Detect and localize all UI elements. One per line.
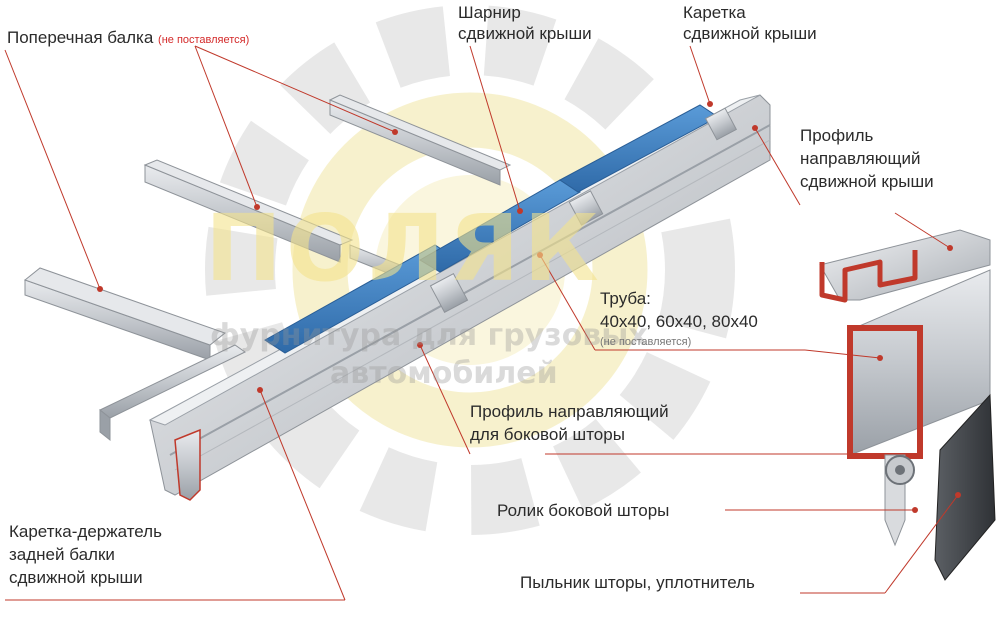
label-rear-line1: Каретка-держатель [9, 522, 162, 541]
crossbeam-1 [328, 94, 512, 186]
watermark-brand: ПОЛЯК [205, 195, 603, 302]
label-pipe-note: (не поставляется) [600, 336, 692, 348]
label-crossbeam: Поперечная балка (не поставляется) [7, 27, 249, 51]
watermark-line2: автомобилей [330, 356, 558, 391]
label-pipe: Труба: 40x40, 60x40, 80x40 [600, 287, 758, 333]
label-roof-guide-line1: Профиль [800, 126, 874, 145]
label-crossbeam-text: Поперечная балка [7, 28, 154, 47]
label-roof-guide-profile: Профиль направляющий сдвижной крыши [800, 124, 934, 193]
label-side-guide-line2: для боковой шторы [470, 425, 625, 444]
label-rear-line3: сдвижной крыши [9, 568, 143, 587]
label-pipe-line1: Труба: [600, 289, 651, 308]
leader-markers [97, 101, 961, 513]
crossbeam-3 [23, 267, 227, 361]
label-roller: Ролик боковой шторы [497, 501, 670, 520]
label-carriage-line2: сдвижной крыши [683, 24, 817, 43]
label-rear-line2: задней балки [9, 545, 115, 564]
crossbeam-2 [143, 159, 354, 263]
blue-carriages [264, 104, 719, 354]
rear-carriage-holder [99, 344, 246, 501]
label-side-guide-line1: Профиль направляющий [470, 402, 669, 421]
label-hinge-line2: сдвижной крыши [458, 24, 592, 43]
label-hinge-line1: Шарнир [458, 3, 521, 22]
profile-cross-section [819, 229, 996, 581]
label-side-guide-profile: Профиль направляющий для боковой шторы [470, 400, 669, 446]
watermark-line1: фурнитура для грузовых [210, 318, 648, 353]
label-carriage: Каретка сдвижной крыши [683, 2, 817, 44]
label-hinge: Шарнир сдвижной крыши [458, 2, 592, 44]
label-dust-seal: Пыльник шторы, уплотнитель [520, 573, 755, 592]
leader-lines [4, 45, 959, 601]
label-rear-carriage: Каретка-держатель задней балки сдвижной … [9, 520, 162, 589]
label-roof-guide-line3: сдвижной крыши [800, 172, 934, 191]
label-pipe-line2: 40x40, 60x40, 80x40 [600, 312, 758, 331]
hinge-parts [429, 107, 738, 314]
label-carriage-line1: Каретка [683, 3, 746, 22]
label-crossbeam-note: (не поставляется) [158, 34, 250, 46]
label-roof-guide-line2: направляющий [800, 149, 921, 168]
